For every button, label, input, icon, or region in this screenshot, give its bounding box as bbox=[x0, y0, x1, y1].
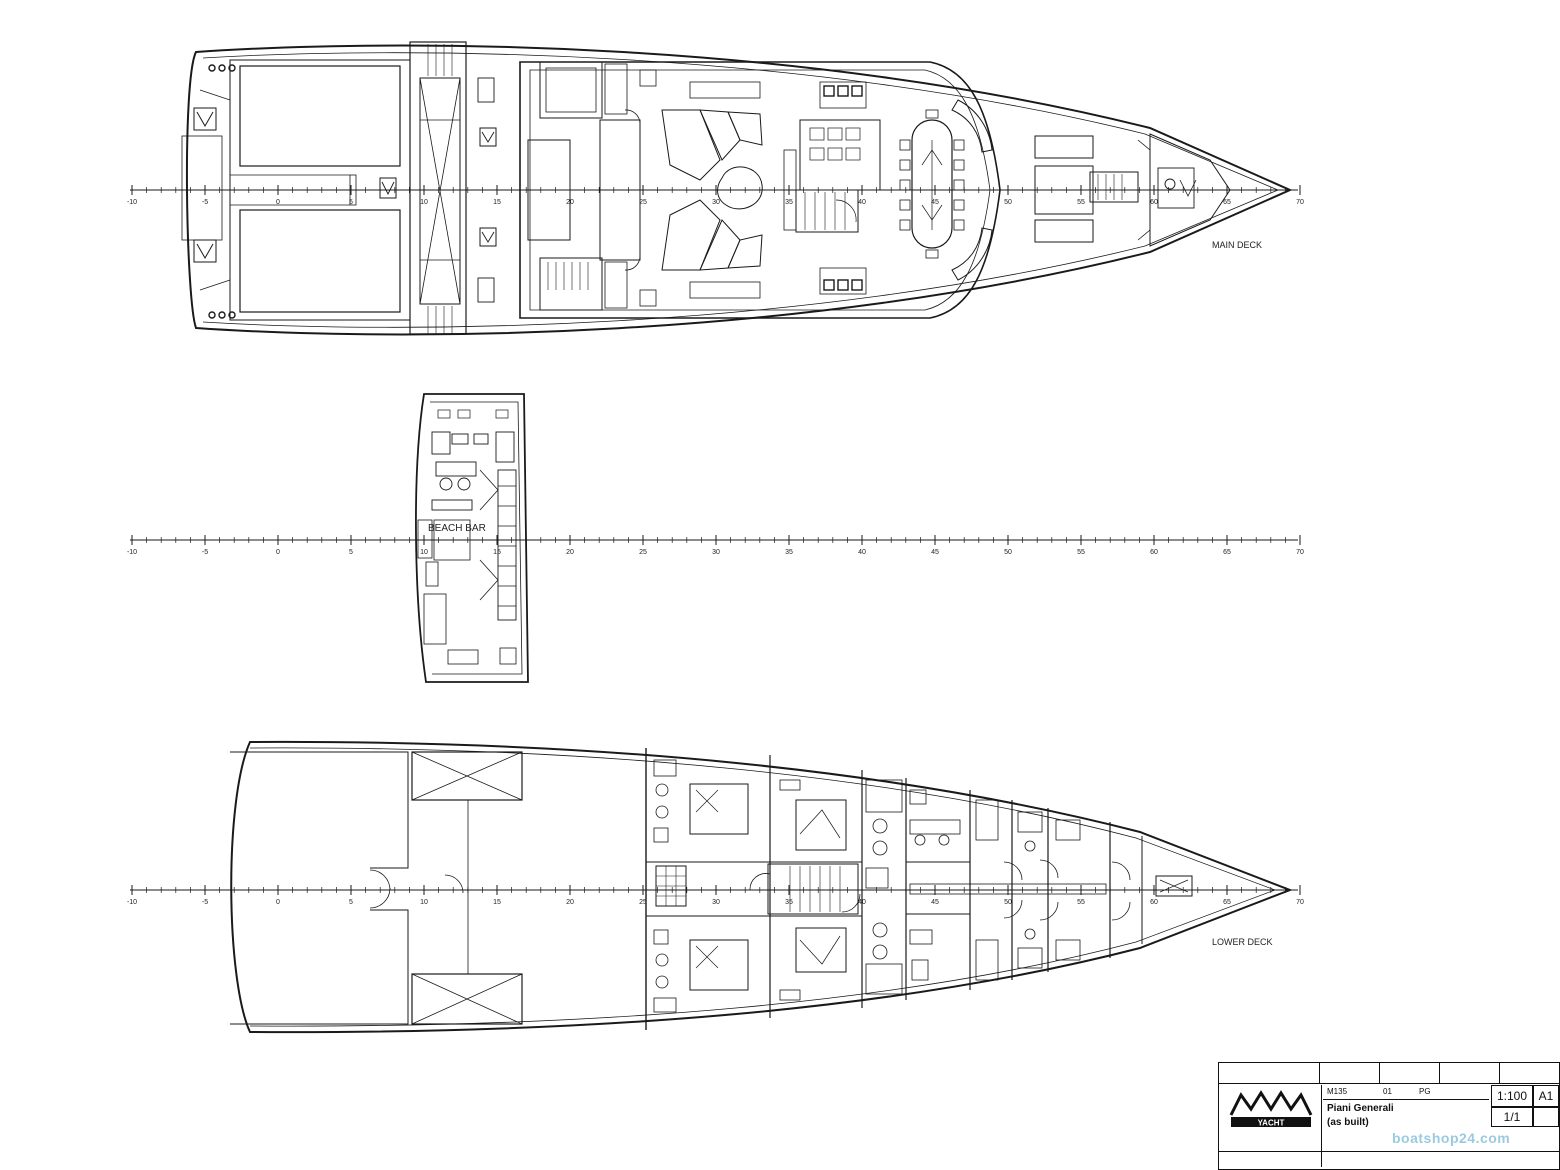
beach-bar-plan bbox=[415, 393, 529, 683]
ruler-tick-label: 70 bbox=[1296, 899, 1304, 906]
ruler-tick-label: -10 bbox=[127, 199, 137, 206]
ruler-tick-label: -5 bbox=[202, 549, 208, 556]
ruler-tick-label: 10 bbox=[420, 549, 428, 556]
watermark: boatshop24.com bbox=[1392, 1130, 1511, 1146]
ruler-tick-label: 35 bbox=[785, 199, 793, 206]
ruler-tick-label: 0 bbox=[276, 899, 280, 906]
ruler-tick-label: 0 bbox=[276, 549, 280, 556]
ruler-tick-label: 45 bbox=[931, 549, 939, 556]
ruler-tick-label: 60 bbox=[1150, 549, 1158, 556]
ruler-tick-label: 20 bbox=[566, 899, 574, 906]
yacht-logo-icon: YACHT bbox=[1229, 1090, 1313, 1128]
ruler-tick-label: 15 bbox=[493, 549, 501, 556]
ruler-tick-label: 40 bbox=[858, 549, 866, 556]
ruler-tick-label: 40 bbox=[858, 199, 866, 206]
ruler-tick-label: 15 bbox=[493, 899, 501, 906]
ruler-tick-label: 60 bbox=[1150, 899, 1158, 906]
drawing-title: Piani Generali bbox=[1327, 1103, 1394, 1114]
ruler-tick-label: 40 bbox=[858, 899, 866, 906]
ruler-tick-label: 0 bbox=[276, 199, 280, 206]
lower-deck-plan bbox=[230, 740, 1293, 1034]
ruler-tick-label: 15 bbox=[493, 199, 501, 206]
ruler-tick-label: 45 bbox=[931, 899, 939, 906]
title-block-footnote bbox=[1219, 1151, 1559, 1167]
ruler-tick-label: -10 bbox=[127, 549, 137, 556]
ruler-tick-label: 50 bbox=[1004, 199, 1012, 206]
ruler-tick-label: -5 bbox=[202, 899, 208, 906]
ruler-tick-label: 50 bbox=[1004, 899, 1012, 906]
ruler-tick-label: 30 bbox=[712, 549, 720, 556]
ruler-tick-label: 55 bbox=[1077, 199, 1085, 206]
frame-rulers bbox=[130, 185, 1301, 895]
ruler-tick-label: 35 bbox=[785, 899, 793, 906]
title-block-header bbox=[1219, 1063, 1559, 1084]
yacht-logo: YACHT bbox=[1221, 1085, 1322, 1167]
drawing-scale: 1:100 bbox=[1491, 1085, 1533, 1107]
ruler-tick-label: 5 bbox=[349, 899, 353, 906]
ruler-tick-label: 25 bbox=[639, 199, 647, 206]
drawing-subtitle: (as built) bbox=[1327, 1117, 1369, 1128]
ruler-tick-label: 55 bbox=[1077, 549, 1085, 556]
ruler-tick-label: 70 bbox=[1296, 199, 1304, 206]
ruler-tick-label: 25 bbox=[639, 899, 647, 906]
ruler-tick-label: 10 bbox=[420, 199, 428, 206]
ruler-tick-label: 35 bbox=[785, 549, 793, 556]
sheet-number: 1/1 bbox=[1491, 1107, 1533, 1127]
ruler-tick-label: 65 bbox=[1223, 199, 1231, 206]
ruler-tick-label: -5 bbox=[202, 199, 208, 206]
main-deck-plan bbox=[181, 41, 1293, 336]
project-code: M135 bbox=[1327, 1087, 1348, 1096]
revision-cell bbox=[1533, 1107, 1559, 1127]
sheet-format: A1 bbox=[1533, 1085, 1559, 1107]
revision-number: 01 bbox=[1383, 1087, 1392, 1096]
ruler-tick-label: 45 bbox=[931, 199, 939, 206]
main-deck-label: MAIN DECK bbox=[1212, 240, 1262, 250]
ruler-tick-label: 60 bbox=[1150, 199, 1158, 206]
lower-deck-label: LOWER DECK bbox=[1212, 937, 1273, 947]
beach-bar-label: BEACH BAR bbox=[428, 523, 486, 534]
ruler-tick-label: -10 bbox=[127, 899, 137, 906]
ruler-tick-label: 5 bbox=[349, 199, 353, 206]
ruler-tick-label: 25 bbox=[639, 549, 647, 556]
ruler-tick-label: 30 bbox=[712, 899, 720, 906]
ruler-tick-label: 20 bbox=[566, 199, 574, 206]
logo-text: YACHT bbox=[1258, 1119, 1285, 1128]
ruler-tick-label: 65 bbox=[1223, 899, 1231, 906]
drawing-code: PG bbox=[1419, 1087, 1431, 1096]
project-cells: M135 01 PG bbox=[1323, 1085, 1489, 1100]
ruler-tick-label: 70 bbox=[1296, 549, 1304, 556]
ruler-tick-label: 50 bbox=[1004, 549, 1012, 556]
ruler-tick-label: 5 bbox=[349, 549, 353, 556]
ruler-tick-label: 55 bbox=[1077, 899, 1085, 906]
ruler-tick-label: 65 bbox=[1223, 549, 1231, 556]
ruler-tick-label: 10 bbox=[420, 899, 428, 906]
title-block: YACHT M135 01 PG Piani Generali (as buil… bbox=[1218, 1062, 1560, 1170]
ruler-tick-label: 30 bbox=[712, 199, 720, 206]
ruler-tick-label: 20 bbox=[566, 549, 574, 556]
